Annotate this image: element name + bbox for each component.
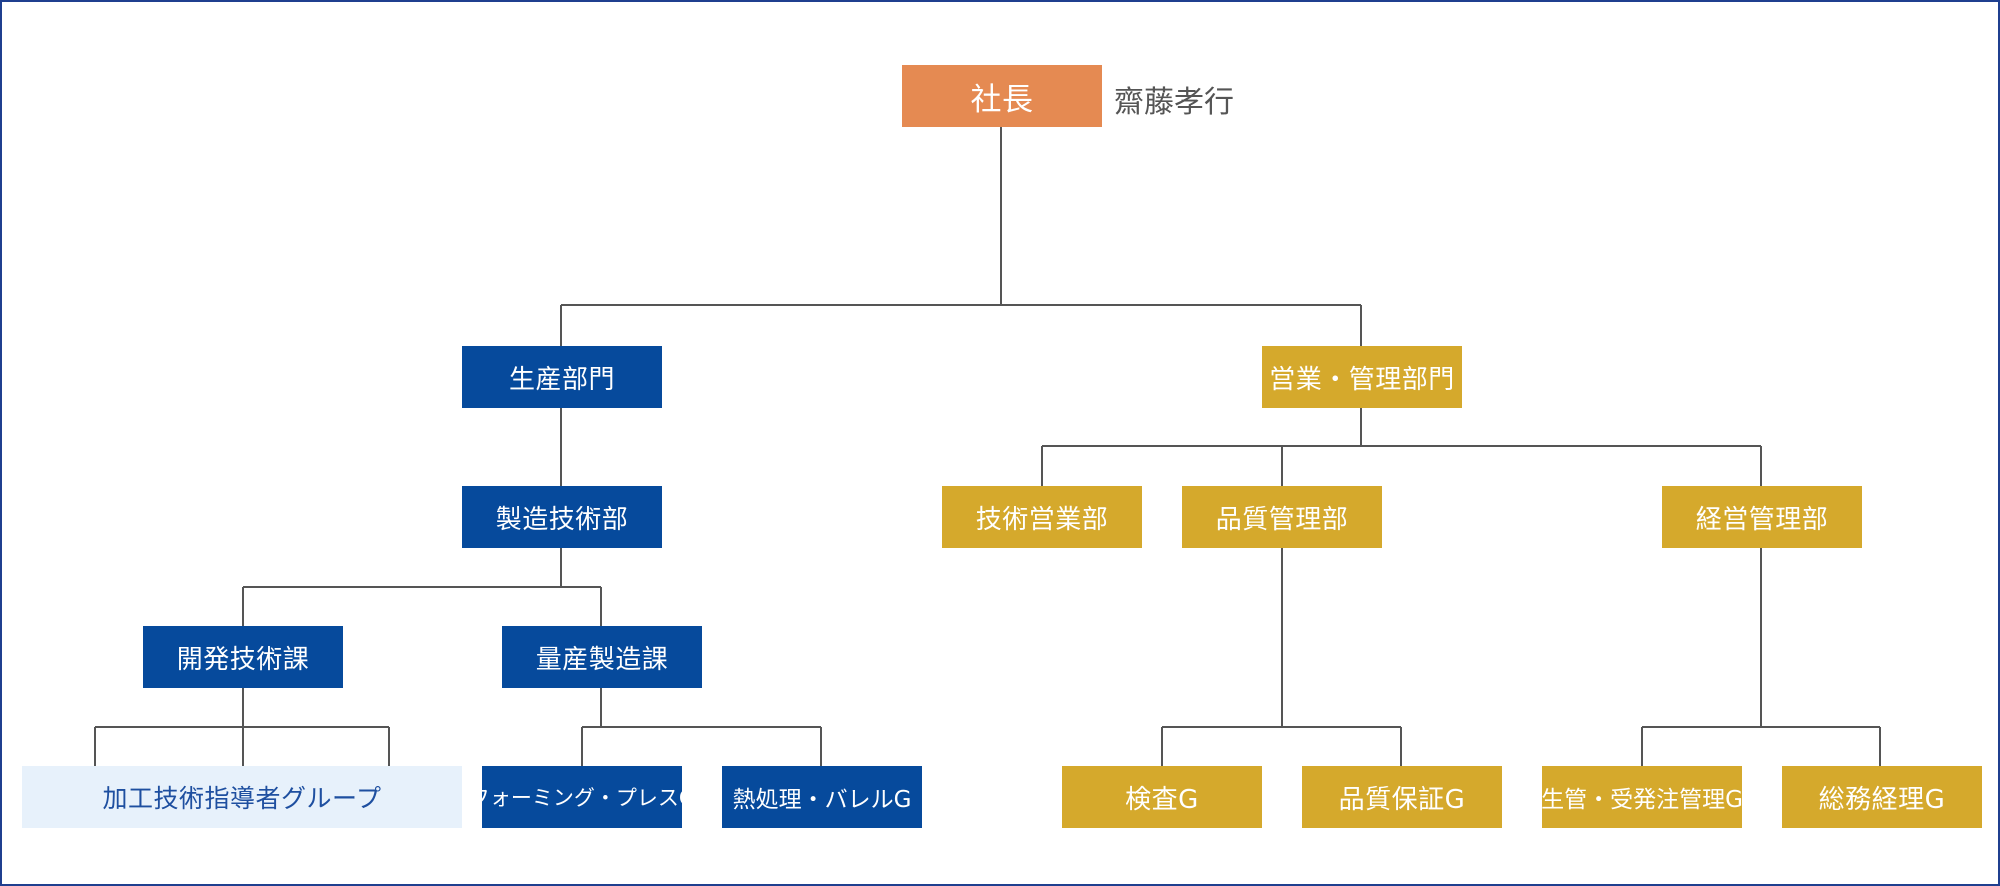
tech-sales-dept-box: 技術営業部: [942, 486, 1142, 548]
production-division-box: 生産部門: [462, 346, 662, 408]
general-accounting-group-box: 総務経理G: [1782, 766, 1982, 828]
sales-admin-division-box: 営業・管理部門: [1262, 346, 1462, 408]
connector-sales-admin: [1041, 408, 1762, 486]
manufacturing-tech-dept-box: 製造技術部: [462, 486, 662, 548]
heat-barrel-group-box: 熱処理・バレルG: [722, 766, 922, 828]
forming-press-group-box: フォーミング・プレスG: [482, 766, 682, 828]
connector-dev-tech: [94, 688, 390, 766]
mass-production-section-box: 量産製造課: [502, 626, 702, 688]
connector-quality-mgmt: [1161, 548, 1402, 766]
quality-assurance-group-box: 品質保証G: [1302, 766, 1502, 828]
machining-group-box: 加工技術指導者グループ: [22, 766, 462, 828]
production-order-group-box: 生管・受発注管理G: [1542, 766, 1742, 828]
inspection-group-box: 検査G: [1062, 766, 1262, 828]
president-name: 齋藤孝行: [1114, 85, 1234, 120]
dev-tech-section-box: 開発技術課: [143, 626, 343, 688]
connector-business-mgmt: [1641, 548, 1881, 766]
connector-president: [560, 127, 1362, 346]
quality-mgmt-dept-box: 品質管理部: [1182, 486, 1382, 548]
connector-manufacturing-tech: [242, 548, 602, 626]
business-mgmt-dept-box: 経営管理部: [1662, 486, 1862, 548]
connector-mass-production: [581, 688, 822, 766]
president-box: 社長: [902, 65, 1102, 127]
